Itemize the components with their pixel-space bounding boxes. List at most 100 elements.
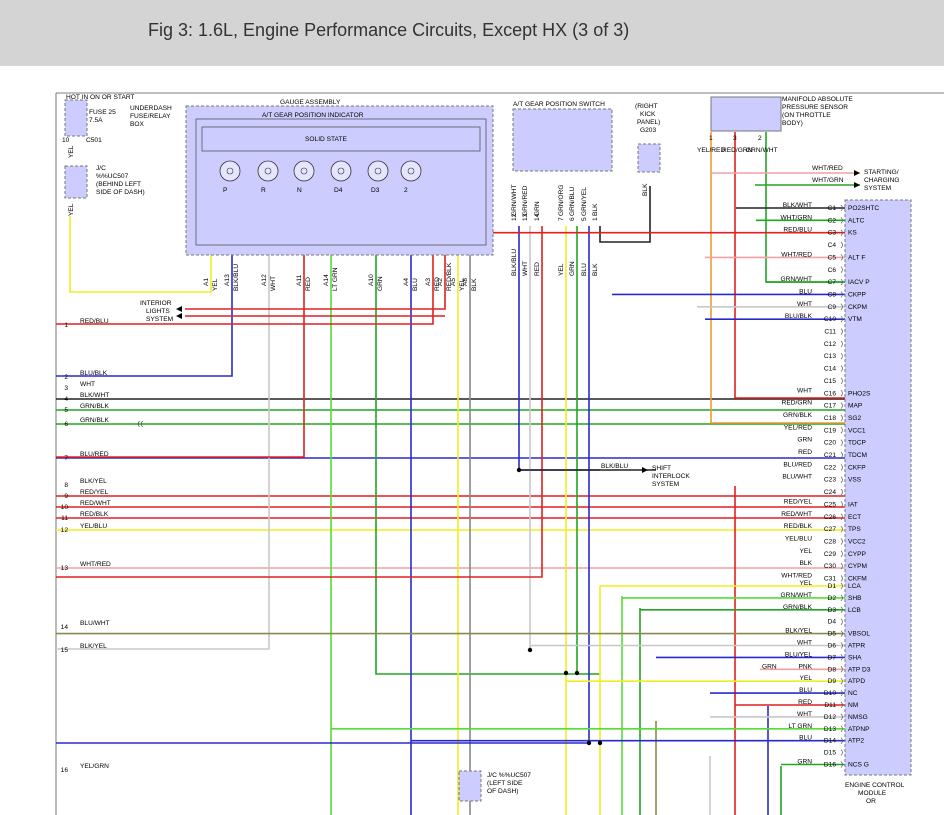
wire-color-label: BLU/RED [80,451,109,458]
ecm-pin: C31 [824,576,836,583]
ecm-label: MODULE [858,790,887,797]
wire-color-label: RED/BLK [80,511,109,518]
ecm-pin: C23 [824,477,836,484]
wire-number: 8 [64,482,68,489]
ecm-pin-connector [840,513,843,520]
shift-label: SHIFT [652,465,671,472]
ecm-pin-name: VSS [848,477,862,484]
ecm-pin-connector [840,291,843,298]
ecm-pin-name: SHA [848,654,862,661]
ecm-pin: D3 [828,607,837,614]
wire-number: 5 [64,407,68,414]
ecm-pin-connector [840,229,843,236]
switch-pin: 14 [534,213,541,221]
ecm-pin-name: NCS G [848,762,869,769]
ecm-pin-name: MAP [848,403,863,410]
ecm-pin-connector [840,377,843,385]
ecm-label: ENGINE CONTROL [845,782,905,789]
gauge-pin: A5 [450,278,457,286]
ecm-pin: C11 [824,329,836,336]
wire-color-label: BLU/WHT [80,620,110,627]
ecm-pin-connector [840,677,843,685]
ecm-pin-connector [840,550,843,558]
ecm-pin: C19 [824,427,836,434]
fuse-box-name: UNDERDASH [130,105,172,112]
ecm-pin-connector [840,501,843,508]
gauge-pin-wire: RED [434,277,441,291]
ecm-pin-connector [840,340,843,348]
ecm-pin-name: CYPP [848,551,867,558]
ecm-pin-connector [840,402,843,409]
splice-dot [597,740,603,746]
switch-pin-wire: BLK/BLU [511,249,518,276]
lamp-label: D3 [371,187,380,194]
lamp-filament [407,167,415,175]
wire-color-label: BLK/WHT [80,392,109,399]
wire-color-label: YEL/BLU [80,523,107,530]
gauge-pin-wire: YEL [459,278,466,291]
splice-dot [563,670,569,676]
ecm-pin: D1 [828,583,837,590]
gauge-pin: A13 [224,274,231,286]
ecm-pin: C20 [824,440,836,447]
ecm-pin-connector [840,654,843,661]
wire-number: 14 [61,624,69,631]
ecm-pin: C17 [824,403,836,410]
ecm-pin-wire: BLU [799,735,812,742]
ecm-pin-connector [840,328,843,335]
kick-label: (RIGHT [635,103,658,110]
ecm-pin: C10 [824,316,836,323]
ecm-pin: D2 [828,595,837,602]
wire-color-label: YEL/GRN [80,763,109,770]
ecm-pin-name: SHB [848,595,862,602]
gauge-pin: A14 [323,274,330,286]
ecm-pin-wire: WHT [797,711,812,718]
ecm-pin-wire: YEL [800,580,813,587]
gauge-pin: A11 [296,274,303,286]
map-pin: 3 [733,135,737,142]
switch-top-wire: GRN/RED [522,185,529,216]
ecm-pin-name: NC [848,690,858,697]
wire-color-label: RED/BLU [80,318,109,325]
switch-pin-wire: GRN [569,261,576,276]
switch-title: A/T GEAR POSITION SWITCH [513,101,605,108]
gauge-pin-wire: RED [305,277,312,291]
ground-label: G203 [640,127,656,134]
ecm-pin: C16 [824,390,836,397]
gauge-pin: A4 [403,278,410,286]
ecm-pin-wire: BLU/BLK [785,313,813,320]
ecm-pin: C14 [824,366,836,373]
map-label: PRESSURE SENSOR [782,104,848,111]
ecm-pin-wire: WHT [797,640,812,647]
ecm-pin-connector [840,737,843,744]
ecm-pin-connector [840,582,843,590]
shift-wire-label: BLK/BLU [601,463,628,470]
ecm-pin-name: SG2 [848,415,862,422]
wire-number: 1 [64,322,68,329]
gauge-title: GAUGE ASSEMBLY [280,99,341,106]
switch-pin-wire: YEL [558,263,565,276]
ecm-pin-wire: BLK/YEL [785,628,812,635]
ecm-pin-name: VBSOL [848,631,870,638]
ecm-pin: C30 [824,563,836,570]
ecm-pin-name: IACV P [848,279,870,286]
jc-bottom-label: OF DASH) [487,788,519,795]
ecm-pin: C9 [828,304,837,311]
ecm-pin: C5 [828,254,837,261]
ecm-pin: C12 [824,341,836,348]
switch-pin: 1 [592,217,599,221]
ecm-pin-connector [840,606,843,614]
wire-color-label: BLK/YEL [80,478,107,485]
ecm-pin-wire: BLK [800,560,813,567]
ecm-pin-connector [840,390,843,397]
gauge-subtitle: A/T GEAR POSITION INDICATOR [262,112,364,119]
starting-wire1: WHT/RED [812,165,843,172]
ecm-pin-connector [840,689,843,697]
ecm-pin-wire: WHT/RED [781,251,812,258]
ecm-pin-connector [840,630,843,637]
sw-wire-12 [518,226,600,471]
fuse-wire-label: YEL [68,145,75,158]
lamp-label: P [223,187,228,194]
ecm-pin-connector [840,266,843,273]
map-label: BODY) [782,120,803,127]
